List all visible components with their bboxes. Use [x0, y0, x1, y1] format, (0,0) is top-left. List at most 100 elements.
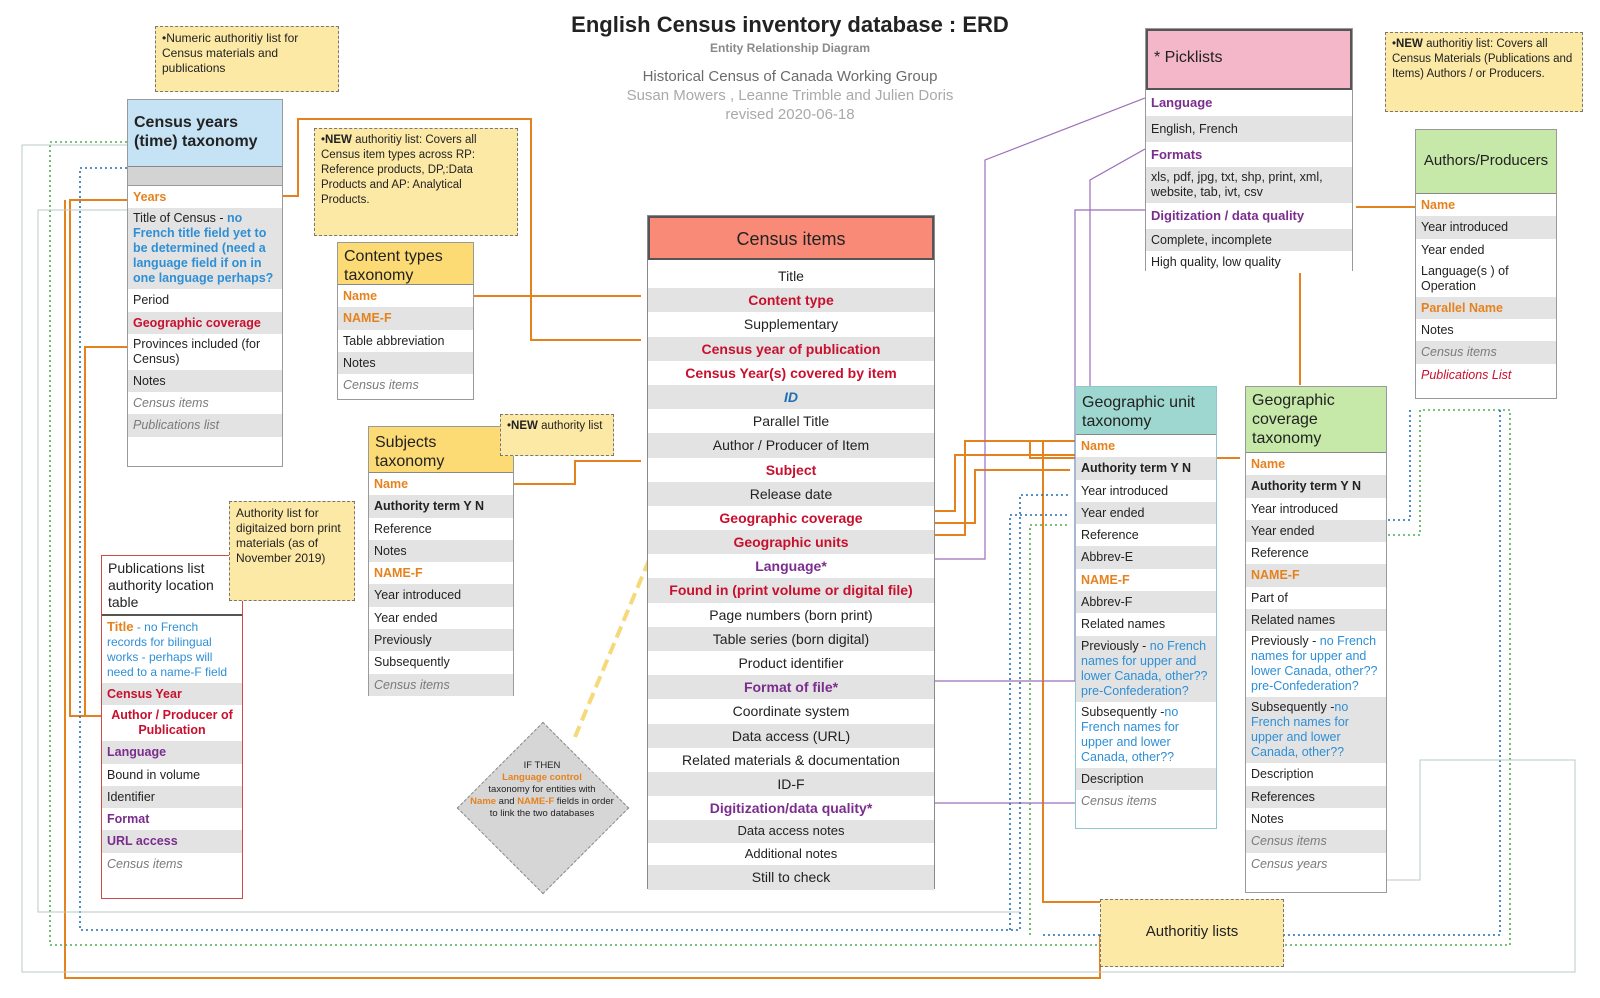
geo-cov-name-f: NAME-F: [1246, 564, 1386, 587]
geo-unit-authority: Authority term Y N: [1076, 457, 1216, 480]
geo-unit-description: Description: [1076, 767, 1216, 790]
content-types-notes: Notes: [338, 351, 473, 375]
subjects-new-note: •NEW authority list: [500, 414, 614, 456]
census-items-subject: Subject: [648, 457, 934, 482]
geo-cov-part-of: Part of: [1246, 586, 1386, 610]
authors-publications-list: Publications List: [1416, 363, 1556, 387]
content-types-name: Name: [338, 285, 473, 308]
census-items-additional-notes: Additional notes: [648, 842, 934, 866]
census-items-data-access-url: Data access (URL): [648, 723, 934, 748]
census-items-language: Language*: [648, 554, 934, 579]
picklists-digitization: Digitization / data quality: [1146, 203, 1352, 229]
census-years-notes: Notes: [128, 369, 282, 393]
subjects-entity: Subjects taxonomy Name Authority term Y …: [368, 426, 514, 696]
geo-unit-name-f: NAME-F: [1076, 568, 1216, 592]
authority-lists-note: Authoritiy lists: [1100, 899, 1284, 967]
geo-cov-name: Name: [1246, 453, 1386, 476]
census-items-format-of-file: Format of file*: [648, 675, 934, 700]
working-group: Historical Census of Canada Working Grou…: [642, 68, 938, 85]
census-items-supplementary: Supplementary: [648, 312, 934, 337]
subjects-subsequently: Subsequently: [374, 655, 450, 670]
census-items-parallel-title: Parallel Title: [648, 409, 934, 434]
authors-name: Name: [1416, 194, 1556, 217]
subjects-name-f: NAME-F: [374, 566, 423, 581]
census-items-still-to-check: Still to check: [648, 865, 934, 890]
geo-cov-reference: Reference: [1246, 542, 1386, 565]
authors-notes: Notes: [1416, 319, 1556, 342]
authors-parallel-name: Parallel Name: [1416, 296, 1556, 320]
geo-cov-entity: Geographic coverage taxonomy Name Author…: [1245, 386, 1387, 893]
subjects-year-introduced: Year introduced: [369, 584, 513, 607]
content-types-title: Content types taxonomy: [338, 243, 473, 285]
diagram-subtitle: Entity Relationship Diagram: [709, 41, 871, 55]
census-items-author-producer: Author / Producer of Item: [648, 433, 934, 458]
subjects-title: Subjects taxonomy: [369, 427, 513, 473]
subjects-previously: Previously: [369, 629, 513, 652]
census-items-found-in: Found in (print volume or digital file): [648, 578, 934, 603]
geo-cov-notes: Notes: [1246, 807, 1386, 831]
geo-unit-entity: Geographic unit taxonomy Name Authority …: [1075, 386, 1217, 829]
bullet-icon: •: [321, 134, 326, 146]
geo-cov-related: Related names: [1246, 609, 1386, 632]
geo-unit-abbrev-e: Abbrev-E: [1076, 546, 1216, 569]
bullet-icon: •: [162, 31, 167, 45]
geo-unit-subsequently: Subsequently -no French names for upper …: [1076, 701, 1216, 768]
geo-coverage-line: [935, 454, 1075, 512]
dotted-green-2: [1029, 524, 1070, 935]
bullet-icon: •: [1392, 38, 1397, 50]
bullet-icon: •: [507, 420, 512, 432]
geo-unit-related: Related names: [1076, 613, 1216, 636]
picklists-language: Language: [1146, 90, 1352, 116]
geo-cov-references: References: [1246, 785, 1386, 808]
geo-unit-census-items: Census items: [1076, 789, 1216, 813]
census-years-geographic-coverage: Geographic coverage: [128, 311, 282, 334]
publications-title: Publications list authority location tab…: [102, 556, 242, 616]
geo-cov-title: Geographic coverage taxonomy: [1246, 387, 1386, 453]
picklists-language-values: English, French: [1146, 116, 1352, 142]
picklists-title: * Picklists: [1146, 29, 1352, 90]
subjects-authority-term: Authority term Y N: [369, 495, 513, 518]
census-years-publications-list: Publications list: [128, 414, 282, 437]
publications-author: Author / Producer of Publication: [102, 705, 242, 742]
publications-language: Language: [102, 741, 242, 764]
census-items-entity: Census items Title Content type Suppleme…: [647, 215, 935, 890]
geo-unit-year-ended: Year ended: [1076, 501, 1216, 525]
geo-unit-previously: Previously - no French names for upper a…: [1076, 635, 1216, 702]
subjects-reference: Reference: [374, 521, 432, 536]
publications-census-year: Census Year: [102, 683, 242, 706]
ifthen-text: IF THEN Language control taxonomy for en…: [470, 760, 614, 819]
ifthen-connector: [573, 559, 651, 738]
content-types-census-items: Census items: [343, 378, 419, 393]
geo-units-line: [935, 440, 1075, 536]
authors-title: Authors/Producers: [1416, 130, 1556, 194]
content-types-new-note: •NEW authoritiy list: Covers all Census …: [314, 128, 518, 236]
digitized-authority-note: Authority list for digitaized born print…: [229, 501, 355, 601]
revision-date: revised 2020-06-18: [725, 106, 855, 123]
census-years-years: Years: [133, 190, 167, 204]
subject-line: [514, 460, 641, 485]
census-items-title: Census items: [648, 216, 934, 260]
authors-year-ended: Year ended: [1416, 238, 1556, 261]
publications-identifier: Identifier: [102, 785, 242, 809]
geo-cov-authority: Authority term Y N: [1246, 475, 1386, 498]
dotted-blue-4: [1387, 410, 1411, 521]
publications-bound: Bound in volume: [102, 763, 242, 786]
numeric-authority-note: •Numeric authoritiy list for Census mate…: [155, 26, 339, 92]
census-years-title-of-census: Title of Census - no French title field …: [128, 208, 282, 290]
picklists-formats: Formats: [1146, 142, 1352, 167]
authors-entity: Authors/Producers Name Year introduced Y…: [1415, 129, 1557, 399]
content-types-table-abbreviation: Table abbreviation: [343, 333, 445, 348]
subjects-year-ended: Year ended: [374, 610, 438, 625]
geo-units-line-2: [935, 469, 1070, 524]
picklists-formats-values: xls, pdf, jpg, txt, shp, print, xml, web…: [1146, 167, 1352, 203]
subjects-name: Name: [369, 473, 513, 496]
content-types-name-f: NAME-F: [338, 307, 473, 330]
subjects-census-items: Census items: [369, 673, 513, 696]
census-items-coordinate-system: Coordinate system: [648, 699, 934, 724]
census-items-years-covered: Census Year(s) covered by item: [648, 360, 934, 385]
diagram-title: English Census inventory database : ERD: [571, 12, 1009, 37]
geo-cov-census-years: Census years: [1246, 852, 1386, 875]
census-items-product-identifier: Product identifier: [648, 651, 934, 676]
geo-cov-year-ended: Year ended: [1246, 519, 1386, 543]
geo-cov-subsequently: Subsequently -no French names for upper …: [1246, 697, 1386, 764]
